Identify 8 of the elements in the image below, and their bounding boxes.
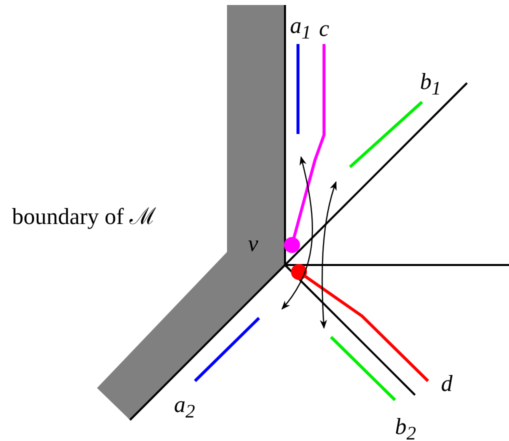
variable-label: b$_{2}$	[395, 415, 416, 441]
variable-label: a$_{1}$	[290, 14, 312, 43]
variable-label: d	[441, 372, 452, 395]
variable-label: b$_{1}$	[420, 70, 442, 99]
variable-label: a$_{2}$	[174, 393, 196, 422]
variable-label: v	[248, 232, 258, 255]
variable-label: c	[319, 17, 330, 40]
region-label: boundary of ℳ	[12, 205, 157, 228]
